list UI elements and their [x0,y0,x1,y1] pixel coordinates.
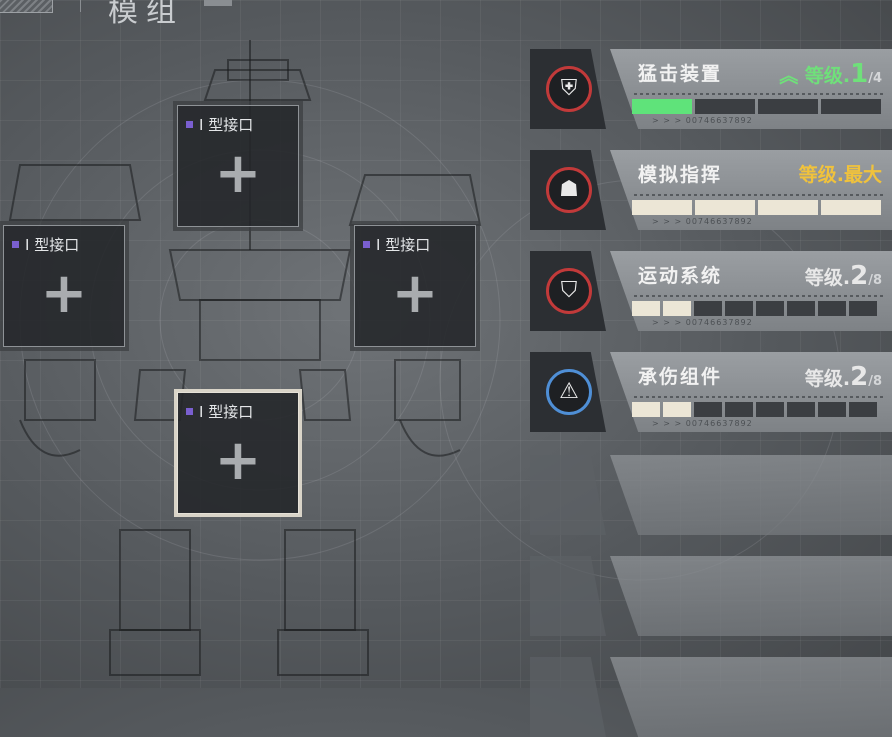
progress-segment [695,99,755,114]
progress-segment [758,99,818,114]
progress-segment [758,200,818,215]
module-card-damage-component[interactable]: ⚠ 承伤组件 等级.2/8 > > > 00746637892 [530,352,892,432]
corner-decoration [0,0,53,13]
module-slot-left-arm[interactable]: I 型接口 + [0,221,129,351]
module-card-empty [530,556,892,636]
slot-label: I 型接口 [199,403,254,421]
progress-segment [756,402,784,417]
progress-segment [695,200,755,215]
progress-segment [725,301,753,316]
add-icon: + [214,141,262,207]
progress-segment [725,402,753,417]
module-slot-legs[interactable]: I 型接口 + [174,389,302,517]
title-badge [204,0,232,6]
progress-segment [632,301,660,316]
progress-segment [756,301,784,316]
module-level: 等级.2/8 [804,261,882,291]
module-level: 等级.最大 [798,164,882,186]
slot-type-dot [12,241,19,248]
progress-segment [818,402,846,417]
serial-number: > > > 00746637892 [652,318,753,327]
level-progress [632,200,881,215]
level-progress [632,301,877,316]
progress-segment [821,200,881,215]
module-card-slam-device[interactable]: ⛨ 猛击装置 ︽ 等级.1/4 > > > 00746637892 [530,49,892,129]
module-name: 模拟指挥 [638,164,723,186]
level-progress [632,99,881,114]
progress-segment [818,301,846,316]
module-name: 承伤组件 [638,366,723,388]
progress-segment [663,301,691,316]
progress-segment [849,301,877,316]
module-card-empty [530,657,892,737]
progress-segment [787,301,815,316]
divider [80,0,81,12]
serial-number: > > > 00746637892 [652,217,753,226]
module-card-locomotion-system[interactable]: ⛉ 运动系统 等级.2/8 > > > 00746637892 [530,251,892,331]
module-name: 猛击装置 [638,63,723,85]
progress-segment [632,402,660,417]
progress-segment [694,402,722,417]
slot-label: I 型接口 [376,236,431,254]
add-icon: + [391,261,439,327]
progress-segment [694,301,722,316]
progress-segment [632,200,692,215]
add-icon: + [214,428,262,494]
slot-type-dot [363,241,370,248]
module-level: 等级.2/8 [804,362,882,392]
progress-segment [663,402,691,417]
page-title: 模组 [108,0,184,29]
warning-icon: ⚠ [546,369,592,415]
progress-segment [821,99,881,114]
slot-label: I 型接口 [25,236,80,254]
slot-label: I 型接口 [199,116,254,134]
serial-number: > > > 00746637892 [652,116,753,125]
module-card-simulated-command[interactable]: ☗ 模拟指挥 等级.最大 > > > 00746637892 [530,150,892,230]
serial-number: > > > 00746637892 [652,419,753,428]
module-level: ︽ 等级.1/4 [779,59,882,89]
module-name: 运动系统 [638,265,723,287]
module-card-empty [530,455,892,535]
module-slot-head[interactable]: I 型接口 + [173,101,303,231]
level-progress [632,402,877,417]
add-icon: + [40,261,88,327]
slot-type-dot [186,408,193,415]
progress-segment [849,402,877,417]
slot-type-dot [186,121,193,128]
upgrade-chevron-icon: ︽ [779,65,805,87]
helmet-icon: ☗ [546,167,592,213]
armor-icon: ⛉ [546,268,592,314]
module-slot-right-arm[interactable]: I 型接口 + [350,221,480,351]
mech-head-icon: ⛨ [546,66,592,112]
progress-segment [632,99,692,114]
progress-segment [787,402,815,417]
